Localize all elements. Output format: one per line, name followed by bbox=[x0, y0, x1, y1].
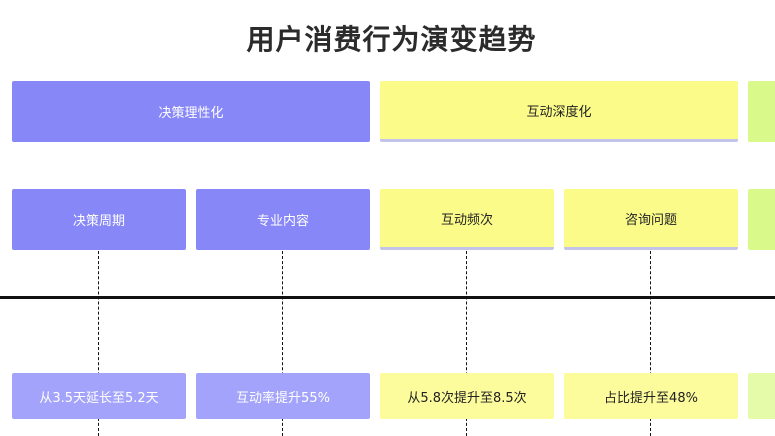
sub-box-decision-cycle: 决策周期 bbox=[12, 189, 186, 250]
sub-box-third-partial bbox=[748, 189, 775, 250]
value-box-consultation-questions: 占比提升至48% bbox=[564, 373, 738, 419]
value-box-professional-content: 互动率提升55% bbox=[196, 373, 370, 419]
sub-box-consultation-questions: 咨询问题 bbox=[564, 189, 738, 250]
sub-box-interaction-frequency: 互动频次 bbox=[380, 189, 554, 250]
value-box-decision-cycle: 从3.5天延长至5.2天 bbox=[12, 373, 186, 419]
connector-line bbox=[98, 251, 99, 436]
connector-line bbox=[466, 251, 467, 436]
value-box-third-partial bbox=[748, 373, 775, 419]
connector-line bbox=[282, 251, 283, 436]
value-box-interaction-frequency: 从5.8次提升至8.5次 bbox=[380, 373, 554, 419]
group-header-decision-rationalization: 决策理性化 bbox=[12, 81, 370, 142]
connector-line bbox=[650, 251, 651, 436]
sub-box-professional-content: 专业内容 bbox=[196, 189, 370, 250]
group-header-third-partial bbox=[748, 81, 775, 142]
group-header-interaction-deepening: 互动深度化 bbox=[380, 81, 738, 142]
timeline-axis bbox=[0, 296, 775, 299]
diagram-title: 用户消费行为演变趋势 bbox=[246, 23, 537, 56]
